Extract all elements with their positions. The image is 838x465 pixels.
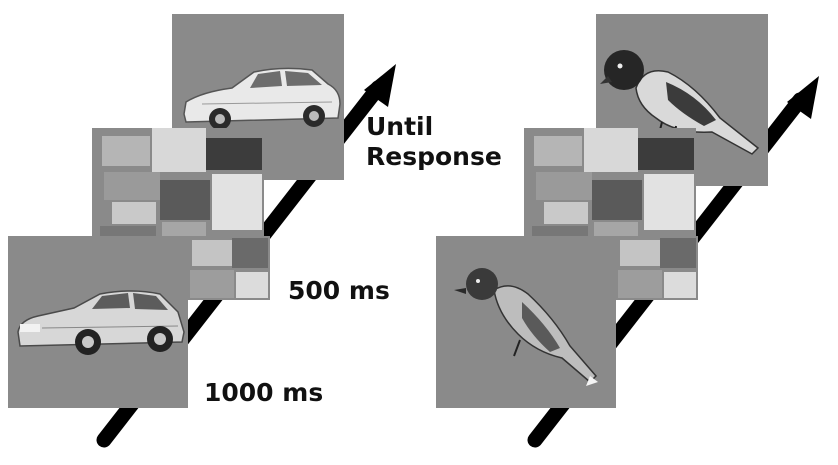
scrambled-mask-fragment: [618, 238, 696, 298]
kingbird-image: [454, 268, 598, 386]
scrambled-mask-image: [532, 128, 694, 242]
car-mask-frame: [92, 128, 264, 244]
probe-duration-label: Until Response: [366, 112, 502, 172]
scrambled-mask-fragment: [190, 238, 268, 298]
bird-mask-frame-lower: [614, 236, 698, 300]
target-duration-label: 1000 ms: [204, 378, 324, 407]
car-probe-frame: [172, 14, 344, 180]
bird-target-frame: [436, 236, 616, 408]
luxury-car-image: [17, 290, 185, 355]
scrambled-mask-image: [100, 128, 262, 242]
probe-duration-line1: Until: [366, 112, 434, 141]
sedan-car-image: [183, 67, 341, 130]
car-target-frame: [8, 236, 188, 408]
probe-duration-line2: Response: [366, 142, 502, 171]
mask-duration-label: 500 ms: [288, 276, 390, 305]
bird-mask-frame: [524, 128, 696, 244]
car-mask-frame-lower: [186, 236, 270, 300]
